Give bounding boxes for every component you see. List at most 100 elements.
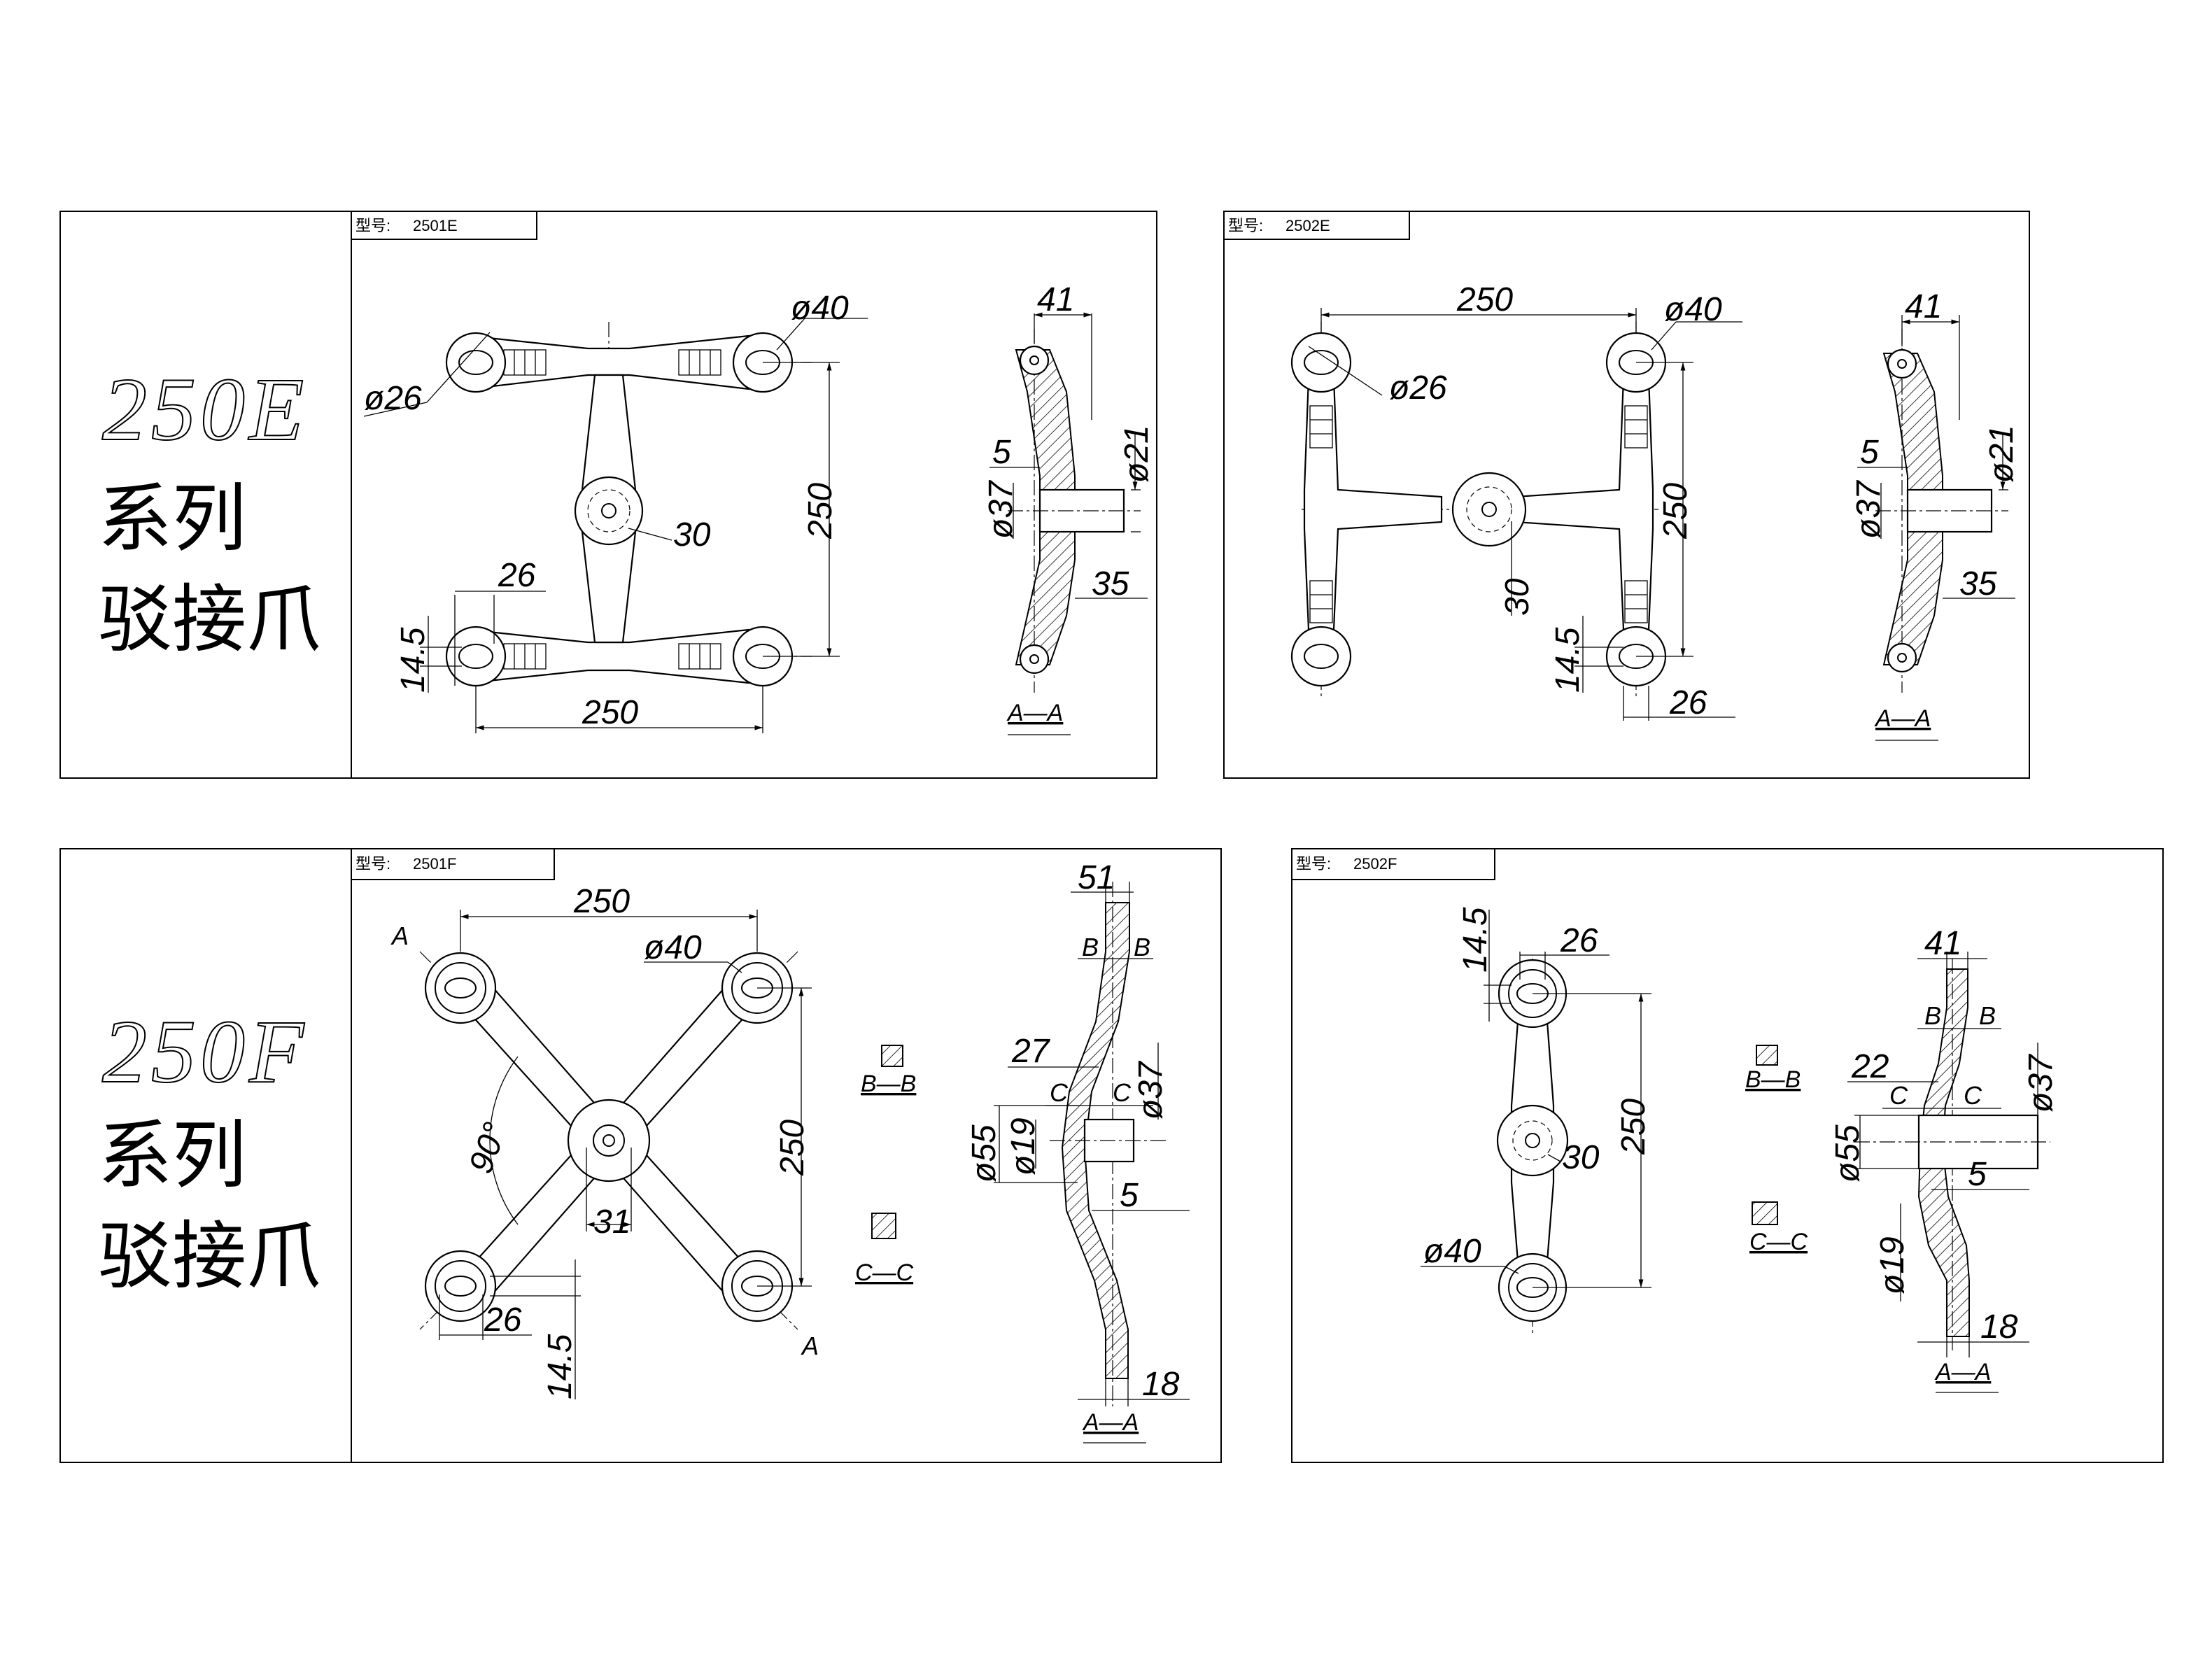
dim-14-5: 14.5 xyxy=(395,627,432,693)
dim-26: 26 xyxy=(484,1301,522,1339)
dim-14-5: 14.5 xyxy=(1457,907,1494,973)
series-label: 系列 xyxy=(98,1113,246,1199)
series-subtitle: 驳接爪 xyxy=(98,577,320,663)
model-box xyxy=(1223,211,1410,240)
dim-phi26: ø26 xyxy=(364,380,422,417)
dim-26: 26 xyxy=(498,557,536,594)
panel-2502f: 型号: 2502F 14.5 26 250 30 ø40 xyxy=(1291,848,2164,1463)
sect-mark-b1: B xyxy=(1082,933,1099,961)
sect-mark-b1: B xyxy=(1924,1001,1941,1030)
dim-250-vertical: 250 xyxy=(1615,1099,1652,1155)
sect-dim-27: 27 xyxy=(1011,1033,1051,1070)
dim-30: 30 xyxy=(673,516,711,553)
plan-view: 250 250 ø40 ø26 30 26 14.5 xyxy=(363,290,868,733)
sect-mark-b2: B xyxy=(1979,1001,1996,1030)
section-bb-label: B—B xyxy=(1745,1066,1801,1093)
sect-dim-phi55: ø55 xyxy=(1829,1124,1866,1183)
model-label: 型号: xyxy=(1296,855,1331,873)
panel-frame xyxy=(59,211,1157,779)
series-code: 250E xyxy=(102,360,308,459)
model-label: 型号: xyxy=(355,217,390,234)
dim-250-horizontal: 250 xyxy=(573,883,630,920)
sect-mark-c2: C xyxy=(1113,1078,1132,1107)
sect-dim-18: 18 xyxy=(1980,1308,2018,1346)
section-bb-label: B—B xyxy=(861,1071,916,1097)
thread-blocks xyxy=(503,349,721,670)
dim-angle-90: 90° xyxy=(463,1117,515,1178)
section-view: 41 5 ø21 ø37 35 A—A xyxy=(982,281,1155,735)
model-number: 2502F xyxy=(1353,855,1397,873)
series-label: 系列 xyxy=(98,476,246,562)
section-view: 41 B B 22 C C ø37 ø55 5 ø19 18 A—A xyxy=(1829,925,2059,1393)
sect-dim-phi37: ø37 xyxy=(2022,1053,2059,1113)
dim-phi40: ø40 xyxy=(1664,291,1722,328)
section-mark-a-end: A xyxy=(801,1332,819,1360)
section-label: A—A xyxy=(1006,700,1063,726)
sect-mark-c1: C xyxy=(1889,1081,1908,1110)
sect-dim-5: 5 xyxy=(1860,434,1879,471)
sect-dim-phi19: ø19 xyxy=(1005,1117,1042,1176)
section-label: A—A xyxy=(1082,1409,1139,1436)
model-box xyxy=(351,211,537,240)
panel-frame xyxy=(1223,211,2030,779)
series-subtitle: 驳接爪 xyxy=(98,1213,320,1299)
panel-2501e: 型号: 2501E 250E 系列 驳接爪 xyxy=(59,211,1157,779)
dim-30: 30 xyxy=(1499,578,1536,616)
model-box xyxy=(351,848,555,880)
section-view: 41 5 ø21 ø37 35 A—A xyxy=(1850,288,2020,741)
dim-250-vertical: 250 xyxy=(1657,483,1694,539)
sect-dim-41: 41 xyxy=(1924,925,1961,962)
section-cc-label: C—C xyxy=(1749,1229,1808,1255)
dim-250-horizontal: 250 xyxy=(1456,281,1513,318)
dim-14-5: 14.5 xyxy=(542,1334,579,1399)
model-label: 型号: xyxy=(1228,217,1263,234)
dim-250-horizontal: 250 xyxy=(582,694,638,731)
sect-dim-phi21: ø21 xyxy=(1118,425,1155,483)
sect-dim-phi37: ø37 xyxy=(982,479,1020,539)
dim-26: 26 xyxy=(1669,684,1707,721)
dim-250-vertical: 250 xyxy=(774,1120,811,1176)
sect-mark-c1: C xyxy=(1050,1078,1069,1107)
sect-dim-5: 5 xyxy=(1120,1177,1139,1214)
section-label: A—A xyxy=(1934,1359,1991,1385)
dim-30: 30 xyxy=(1562,1139,1600,1176)
plan-view: 250 ø40 250 90° 31 26 14.5 A A xyxy=(390,883,819,1399)
sect-dim-5: 5 xyxy=(1968,1156,1987,1193)
detail-sections: B—B C—C xyxy=(1745,1045,1808,1255)
sect-dim-phi37: ø37 xyxy=(1850,479,1887,539)
sect-dim-phi21: ø21 xyxy=(1983,425,2020,483)
dim-phi40: ø40 xyxy=(644,929,702,966)
sect-dim-41: 41 xyxy=(1037,281,1074,318)
sect-dim-5: 5 xyxy=(992,434,1011,471)
model-number: 2502E xyxy=(1285,217,1330,234)
dim-phi40: ø40 xyxy=(791,290,849,327)
section-label: A—A xyxy=(1874,705,1931,732)
model-number: 2501E xyxy=(413,217,458,234)
panel-2501f: 型号: 2501F 250F 系列 驳接爪 250 ø40 250 xyxy=(59,848,1222,1463)
dim-14-5: 14.5 xyxy=(1549,627,1586,693)
panel-2502e: 型号: 2502E 250 xyxy=(1223,211,2030,779)
sect-dim-phi19: ø19 xyxy=(1874,1236,1911,1294)
panel-frame xyxy=(1291,848,2164,1463)
dim-phi26: ø26 xyxy=(1389,369,1447,407)
detail-sections: B—B C—C xyxy=(855,1045,916,1286)
panel-frame xyxy=(59,848,1222,1463)
centre-hub xyxy=(574,476,644,546)
model-number: 2501F xyxy=(413,855,456,873)
sect-dim-phi37: ø37 xyxy=(1132,1060,1169,1120)
sect-mark-b2: B xyxy=(1134,933,1150,961)
section-cc-label: C—C xyxy=(855,1259,914,1286)
model-box xyxy=(1291,848,1495,880)
sect-dim-35: 35 xyxy=(1959,565,1997,602)
series-code: 250F xyxy=(102,1002,308,1101)
sect-dim-22: 22 xyxy=(1851,1048,1889,1085)
plan-view: 250 ø40 ø26 250 30 14.5 26 xyxy=(1290,281,1742,721)
sect-dim-18: 18 xyxy=(1142,1366,1180,1403)
plan-view: 14.5 26 250 30 ø40 xyxy=(1421,907,1652,1336)
dim-26: 26 xyxy=(1560,922,1598,959)
dim-phi40: ø40 xyxy=(1423,1233,1481,1270)
section-view: 51 B B 27 C C ø37 ø55 ø19 5 18 A—A xyxy=(966,859,1190,1443)
sect-dim-35: 35 xyxy=(1092,565,1129,602)
sect-dim-51: 51 xyxy=(1078,859,1115,896)
